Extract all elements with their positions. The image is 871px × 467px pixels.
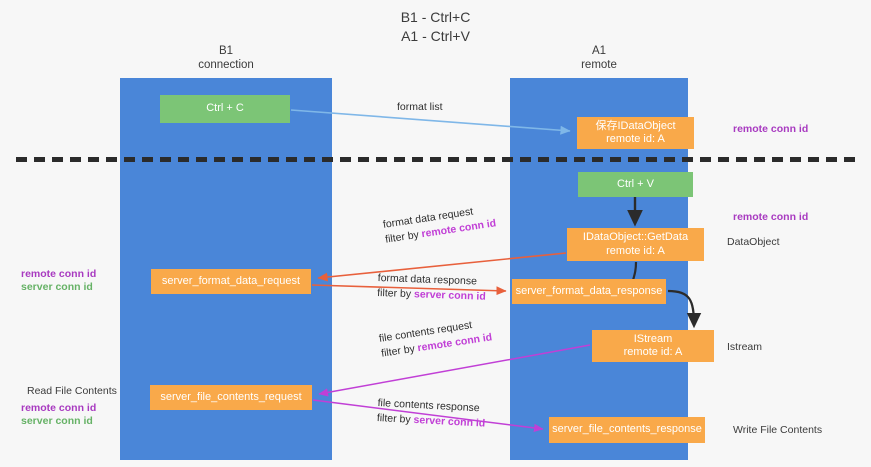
edge-label-format-data-response-key: server conn id: [413, 288, 486, 303]
lane-header-b1-name: B1: [218, 45, 234, 57]
node-server-file-contents-response[interactable]: server_file_contents_response: [549, 417, 705, 443]
legend-bottom: remote conn id server conn id: [21, 402, 96, 428]
node-istream-sublabel: remote id: A: [623, 346, 683, 358]
node-save-idataobject-label: 保存IDataObject: [595, 119, 676, 132]
node-idataobject-getdata-sublabel: remote id: A: [606, 244, 665, 257]
lane-header-a1-name: A1: [591, 45, 607, 57]
lane-header-b1: B1 connection: [120, 44, 332, 72]
edge-label-format-data-response: format data response filter by server co…: [377, 271, 487, 305]
node-server-format-data-request[interactable]: server_format_data_request: [151, 269, 311, 294]
side-label-write-file-contents: Write File Contents: [733, 424, 823, 436]
lane-header-b1-sublabel: connection: [198, 59, 254, 71]
page-title: B1 - Ctrl+C A1 - Ctrl+V: [0, 8, 871, 46]
node-server-format-data-response-label: server_format_data_response: [515, 284, 663, 297]
node-server-file-contents-request-label: server_file_contents_request: [160, 390, 302, 403]
edge-label-format-data-response-filter: filter by: [377, 286, 415, 301]
title-line-2: A1 - Ctrl+V: [401, 28, 470, 44]
lane-header-a1-sublabel: remote: [581, 59, 617, 71]
node-server-format-data-response[interactable]: server_format_data_response: [512, 279, 666, 304]
side-label-remote-conn-id-top: remote conn id: [733, 123, 809, 135]
edge-label-format-data-request-filter: filter by: [384, 228, 423, 246]
legend-bottom-server: server conn id: [21, 415, 93, 427]
phase-divider: [16, 157, 856, 162]
node-save-idataobject[interactable]: 保存IDataObject remote id: A: [577, 117, 694, 149]
side-label-istream: Istream: [727, 341, 763, 353]
title-line-1: B1 - Ctrl+C: [400, 9, 471, 25]
edge-label-format-data-request: format data request filter by remote con…: [382, 201, 497, 247]
legend-bottom-remote: remote conn id: [21, 402, 97, 414]
edge-label-file-contents-request-filter: filter by: [380, 342, 419, 360]
legend-middle: remote conn id server conn id: [21, 268, 96, 294]
node-istream[interactable]: IStream remote id: A: [592, 330, 714, 362]
node-istream-label: IStream: [633, 332, 673, 345]
node-server-format-data-request-label: server_format_data_request: [161, 274, 301, 287]
node-idataobject-getdata[interactable]: IDataObject::GetData remote id: A: [567, 228, 704, 261]
node-ctrl-c[interactable]: Ctrl + C: [160, 95, 290, 123]
edge-label-file-contents-response-filter: filter by: [376, 411, 414, 426]
node-server-file-contents-response-label: server_file_contents_response: [552, 423, 702, 436]
node-server-file-contents-request[interactable]: server_file_contents_request: [150, 385, 312, 410]
node-save-idataobject-sublabel: remote id: A: [606, 133, 665, 145]
node-ctrl-v[interactable]: Ctrl + V: [578, 172, 693, 197]
edge-label-file-contents-response-key: server conn id: [413, 413, 486, 430]
edge-label-file-contents-response: file contents response filter by server …: [376, 396, 486, 432]
edge-label-file-contents-request: file contents request filter by remote c…: [378, 315, 493, 361]
legend-middle-server: server conn id: [21, 281, 93, 293]
edge-label-format-list-line1: format list: [397, 101, 443, 113]
lane-header-a1: A1 remote: [510, 44, 688, 72]
side-label-dataobject: DataObject: [727, 236, 780, 248]
edge-label-format-list: format list: [397, 100, 443, 115]
node-ctrl-v-label: Ctrl + V: [617, 177, 654, 190]
legend-middle-remote: remote conn id: [21, 268, 97, 280]
node-idataobject-getdata-label: IDataObject::GetData: [582, 231, 689, 243]
legend-read-file-contents: Read File Contents: [27, 385, 117, 397]
node-ctrl-c-label: Ctrl + C: [206, 102, 244, 115]
side-label-remote-conn-id-mid: remote conn id: [733, 211, 809, 223]
